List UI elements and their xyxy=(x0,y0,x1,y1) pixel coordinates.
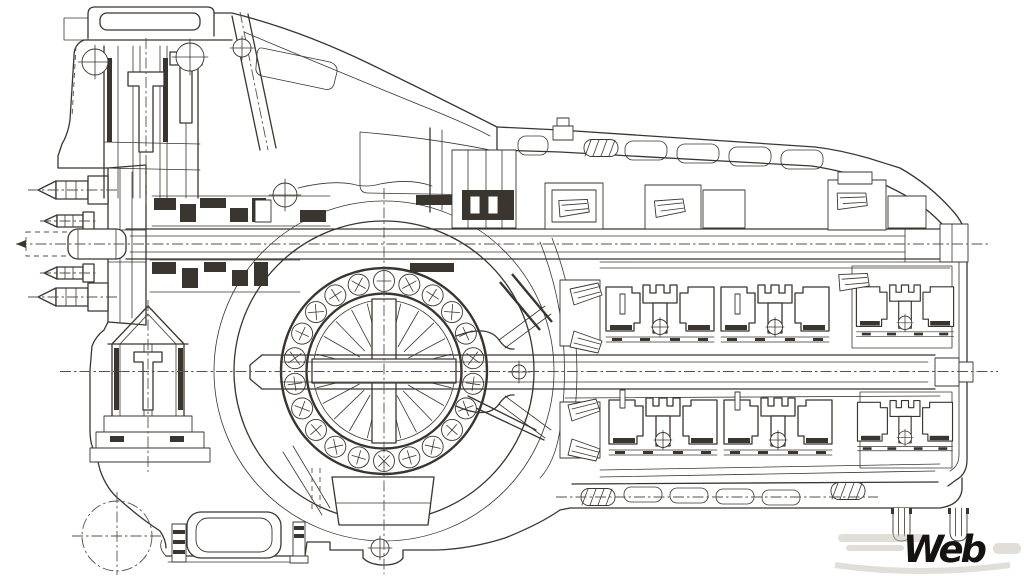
clutch-stack-upper xyxy=(77,35,302,212)
flange-bolt xyxy=(77,35,302,212)
support-strut xyxy=(231,11,277,151)
bottom-rail-slots xyxy=(623,486,801,506)
gear-cluster-row-lower xyxy=(559,389,954,469)
pinion-engagement xyxy=(455,305,552,439)
filler-plug xyxy=(552,117,619,157)
centerlines xyxy=(16,38,998,574)
oil-sump xyxy=(171,445,435,564)
scan-smudges xyxy=(834,534,1021,574)
clutch-stack-lower xyxy=(89,305,211,463)
brake-band-hardware xyxy=(149,149,553,441)
axle-bore xyxy=(72,492,162,575)
web-logo: Web xyxy=(903,528,987,571)
upper-bearing-clusters xyxy=(544,171,927,231)
sump-baffle xyxy=(331,476,435,526)
output-shaft xyxy=(249,354,974,390)
input-shaft xyxy=(25,223,969,263)
top-rail-slots xyxy=(517,135,824,170)
oil-strainer xyxy=(171,511,309,564)
gear-cluster-row-middle xyxy=(559,261,955,354)
gearbox-case-outline xyxy=(57,6,970,566)
left-end-cover xyxy=(37,164,147,326)
top-mount-bracket xyxy=(87,6,215,39)
